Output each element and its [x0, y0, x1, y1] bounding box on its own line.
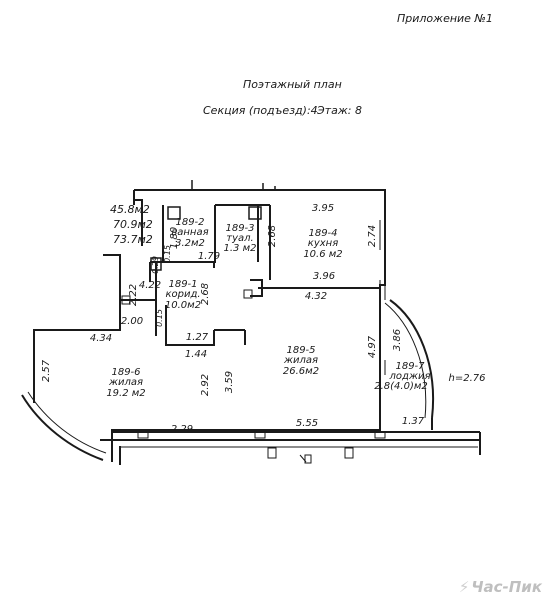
- dim-2-92: 2.92: [200, 374, 211, 396]
- dim-2-29: 2.29: [171, 424, 193, 435]
- dim-1-44: 1.44: [185, 349, 207, 360]
- room-189-6-id: 189-6: [111, 367, 140, 378]
- dim-4-34: 4.34: [90, 333, 112, 344]
- dim-3-95: 3.95: [312, 203, 334, 214]
- dim-2-68-b: 2.68: [200, 283, 211, 305]
- area-summary-1: 45.8м2: [110, 203, 150, 216]
- outer-wall: [100, 189, 386, 441]
- dim-1-37: 1.37: [402, 416, 425, 427]
- room-189-2-id: 189-2: [175, 217, 204, 228]
- curved-wall-left: [21, 394, 104, 461]
- room-189-2-name: ванная: [171, 227, 208, 238]
- room-189-5-name: жилая: [283, 355, 318, 366]
- room-189-3-id: 189-3: [225, 223, 254, 234]
- room-189-1-id: 189-1: [168, 279, 197, 290]
- dim-1-79: 1.79: [198, 251, 220, 262]
- plan-title: Поэтажный план: [243, 78, 342, 91]
- dim-2-00: 2.00: [121, 316, 143, 327]
- watermark-logo: ⚡Час-Пик: [459, 578, 542, 596]
- dim-2-22: 2.22: [128, 284, 139, 306]
- dim-1-80: 1.80: [169, 227, 180, 249]
- room-189-1-area: 10.0м2: [165, 300, 201, 311]
- room-189-1-name: корид.: [165, 289, 200, 300]
- outer-wall-left: [33, 254, 121, 403]
- dim-2-57: 2.57: [41, 359, 52, 382]
- room-189-3-area: 1.3 м2: [224, 243, 257, 254]
- dim-4-22: 4.22: [139, 280, 161, 291]
- dim-4-32: 4.32: [305, 291, 327, 302]
- watermark-text: Час-Пик: [471, 578, 542, 596]
- section-label: Секция (подъезд):4: [203, 104, 318, 117]
- room-189-4-area: 10.6 м2: [303, 249, 342, 260]
- room-189-6-area: 19.2 м2: [106, 388, 145, 399]
- appendix-label: Приложение №1: [397, 12, 493, 25]
- dim-0-15-b: 0.15: [155, 309, 164, 327]
- dim-1-27: 1.27: [186, 332, 209, 343]
- room-189-7-id: 189-7: [395, 361, 425, 372]
- dim-3-86: 3.86: [392, 329, 403, 351]
- bottom-wall: [111, 431, 481, 465]
- dim-5-55: 5.55: [296, 418, 318, 429]
- dim-3-59: 3.59: [224, 371, 235, 393]
- floor-label: Этаж: 8: [317, 104, 362, 117]
- dim-0-15-a: 0.15: [163, 245, 172, 263]
- room-189-5-area: 26.6м2: [283, 366, 319, 377]
- room-189-2-area: 3.2м2: [175, 238, 205, 249]
- lightning-icon: ⚡: [458, 578, 470, 596]
- dim-0-29: 0.29: [151, 256, 160, 274]
- room-189-3-name: туал.: [226, 233, 253, 244]
- room-189-4-name: кухня: [308, 238, 338, 249]
- room-189-5-id: 189-5: [286, 345, 315, 356]
- height-note: h=2.76: [449, 373, 486, 384]
- outer-wall-top-left: [133, 199, 143, 246]
- area-summary-3: 73.7м2: [113, 233, 153, 246]
- dim-3-96: 3.96: [313, 271, 335, 282]
- room-189-7-name: лоджия: [389, 371, 431, 382]
- room-189-7-area: 2.8(4.0)м2: [374, 381, 428, 392]
- room-189-6-name: жилая: [108, 377, 143, 388]
- curved-wall-loggia: [389, 299, 434, 419]
- area-summary-2: 70.9м2: [113, 218, 153, 231]
- dim-2-68-a: 2.68: [267, 225, 278, 247]
- dim-2-74: 2.74: [367, 225, 378, 247]
- dim-4-97: 4.97: [367, 335, 378, 358]
- room-189-4-id: 189-4: [308, 228, 337, 239]
